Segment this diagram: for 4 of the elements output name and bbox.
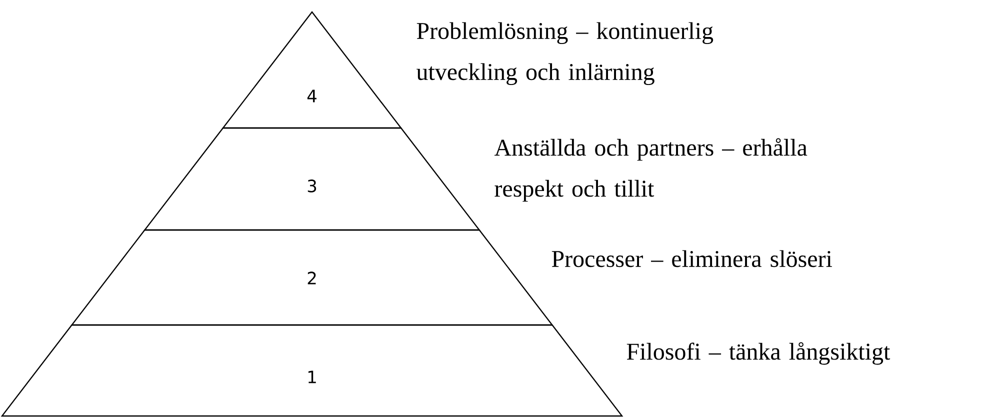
band-description: Filosofi – tänka långsiktigt: [626, 342, 890, 365]
band-description: Anställda och partners – erhålla respekt och tillit: [494, 138, 808, 202]
band-description: Processer – eliminera slöseri: [552, 250, 832, 268]
band-description: Problemlösning – kontinuerlig utveckling och inlärning: [416, 22, 714, 86]
